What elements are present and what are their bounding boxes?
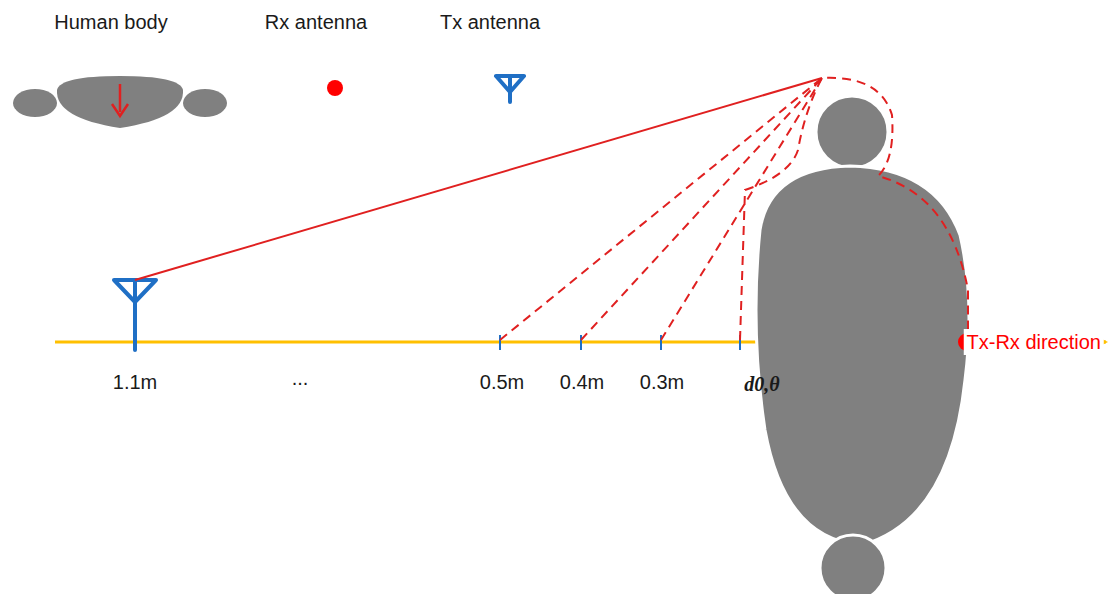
dashed-rays [500, 78, 968, 340]
legend-label: Human body [54, 11, 167, 33]
rx-antenna-icon [327, 80, 343, 96]
human-body-icon [13, 76, 227, 128]
distance-label: 0.3m [640, 371, 684, 393]
direct-ray [135, 78, 822, 280]
legend-label: Tx antenna [440, 11, 540, 33]
distance-symbol: d0,θ [744, 373, 779, 395]
distance-label: 0.5m [480, 371, 524, 393]
legend-label: Rx antenna [265, 11, 367, 33]
distance-label: 0.4m [560, 371, 604, 393]
distance-label: 1.1m [113, 371, 157, 393]
ellipsis: ... [292, 367, 309, 389]
direction-label: Tx-Rx direction [964, 329, 1104, 355]
tick-marks [500, 335, 740, 350]
human-body-figure [756, 96, 969, 594]
tx-antenna-icon [496, 76, 524, 102]
tx-antenna [114, 280, 156, 350]
